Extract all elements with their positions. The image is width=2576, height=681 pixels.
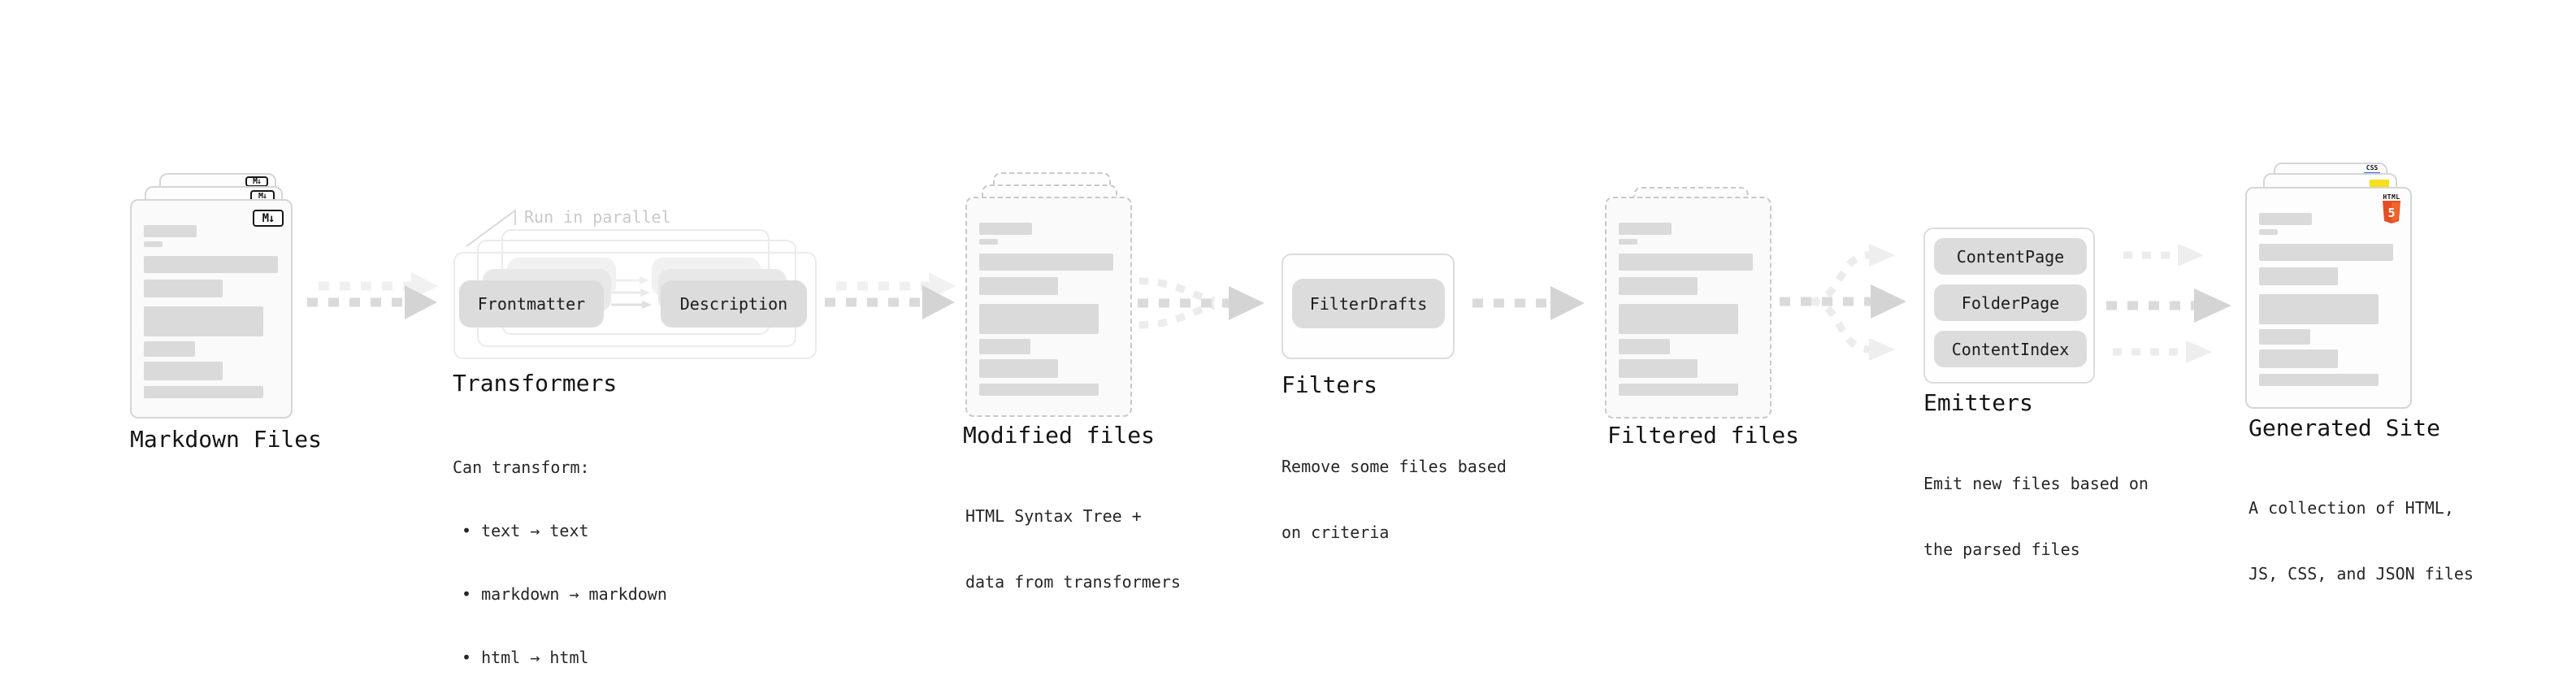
placeholder-line bbox=[144, 362, 223, 380]
arrow-markdown-to-transformers bbox=[307, 272, 438, 319]
folderpage-chip: FolderPage bbox=[1934, 284, 2087, 321]
placeholder-line bbox=[979, 384, 1099, 396]
placeholder-line bbox=[2259, 229, 2278, 235]
html5-icon: HTML 5 bbox=[2381, 193, 2402, 227]
placeholder-line bbox=[979, 359, 1058, 378]
placeholder-line bbox=[1619, 277, 1698, 295]
placeholder-line bbox=[144, 280, 223, 297]
document-placeholder-lines bbox=[2247, 189, 2410, 407]
placeholder-line bbox=[1619, 384, 1738, 396]
placeholder-line bbox=[2259, 267, 2338, 285]
placeholder-line bbox=[144, 225, 197, 237]
run-in-parallel-annotation: Run in parallel bbox=[524, 207, 671, 227]
filters-description: Remove some files based on criteria bbox=[1281, 412, 1507, 588]
placeholder-line bbox=[2259, 329, 2310, 345]
placeholder-line bbox=[2259, 294, 2379, 324]
html5-shield-icon: 5 bbox=[2383, 201, 2400, 223]
transformers-desc-line: • text → text bbox=[462, 521, 589, 540]
document-placeholder-lines bbox=[967, 198, 1130, 415]
arrow-modified-to-filters bbox=[1138, 277, 1264, 329]
javascript-icon bbox=[2370, 180, 2389, 188]
placeholder-line bbox=[1619, 359, 1698, 378]
document-placeholder-lines bbox=[1607, 198, 1770, 417]
placeholder-line bbox=[1619, 239, 1637, 245]
description-chip: Description bbox=[661, 280, 807, 327]
filtered-files-title: Filtered files bbox=[1607, 422, 1800, 449]
arrow-emitters-to-generated bbox=[2106, 244, 2231, 363]
contentpage-chip: ContentPage bbox=[1934, 238, 2087, 275]
transformer-io-arrows bbox=[611, 276, 652, 309]
html5-numeral: 5 bbox=[2387, 206, 2395, 220]
transformers-title: Transformers bbox=[453, 370, 618, 397]
emitters-desc-line: the parsed files bbox=[1923, 540, 2080, 559]
modified-desc-line: data from transformers bbox=[965, 572, 1181, 592]
filters-desc-line: Remove some files based bbox=[1281, 457, 1507, 476]
placeholder-line bbox=[979, 254, 1113, 271]
modified-file-card bbox=[965, 197, 1132, 417]
placeholder-line bbox=[2259, 213, 2312, 225]
placeholder-line bbox=[2259, 374, 2379, 386]
emitters-desc-line: Emit new files based on bbox=[1923, 474, 2149, 493]
generated-desc-line: JS, CSS, and JSON files bbox=[2249, 564, 2474, 583]
placeholder-line bbox=[979, 277, 1058, 295]
filtered-file-card bbox=[1605, 197, 1772, 419]
modified-desc-line: HTML Syntax Tree + bbox=[965, 506, 1142, 526]
transformer-instance-box-front bbox=[453, 252, 817, 359]
markdown-icon: M↓ bbox=[253, 210, 284, 227]
filters-desc-line: on criteria bbox=[1281, 523, 1390, 542]
transformers-desc-line: • markdown → markdown bbox=[462, 584, 667, 604]
placeholder-line bbox=[979, 239, 998, 245]
placeholder-line bbox=[979, 304, 1099, 334]
placeholder-line bbox=[144, 256, 278, 273]
contentindex-chip: ContentIndex bbox=[1934, 331, 2087, 367]
placeholder-line bbox=[144, 386, 263, 398]
transformers-desc-line: • html → html bbox=[462, 648, 589, 667]
generated-desc-line: A collection of HTML, bbox=[2249, 498, 2454, 518]
placeholder-line bbox=[2259, 244, 2393, 261]
transformers-description: Can transform: • text → text • markdown … bbox=[453, 414, 667, 681]
css-icon-label: CSS bbox=[2366, 164, 2379, 171]
placeholder-line bbox=[1619, 339, 1670, 354]
placeholder-line bbox=[1619, 254, 1753, 271]
filterdrafts-chip: FilterDrafts bbox=[1292, 279, 1445, 328]
modified-files-description: HTML Syntax Tree + data from transformer… bbox=[965, 462, 1181, 637]
arrow-transformers-to-modified bbox=[825, 272, 956, 319]
transformers-desc-line: Can transform: bbox=[453, 458, 590, 477]
placeholder-line bbox=[979, 223, 1032, 235]
document-placeholder-lines bbox=[132, 201, 291, 417]
arrow-filters-to-filtered bbox=[1472, 286, 1585, 320]
generated-site-description: A collection of HTML, JS, CSS, and JSON … bbox=[2249, 453, 2474, 629]
placeholder-line bbox=[144, 306, 263, 336]
run-in-parallel-leader-line bbox=[466, 209, 516, 247]
generated-file-card: HTML 5 bbox=[2245, 187, 2412, 409]
placeholder-line bbox=[144, 341, 195, 357]
generated-site-title: Generated Site bbox=[2249, 414, 2441, 441]
placeholder-line bbox=[2259, 349, 2338, 368]
modified-files-title: Modified files bbox=[963, 422, 1156, 449]
arrow-filtered-to-emitters bbox=[1780, 244, 1906, 361]
placeholder-line bbox=[144, 241, 163, 247]
markdown-files-title: Markdown Files bbox=[130, 426, 323, 453]
html5-icon-label: HTML bbox=[2383, 193, 2400, 201]
placeholder-line bbox=[979, 339, 1030, 354]
placeholder-line bbox=[1619, 304, 1738, 334]
emitters-title: Emitters bbox=[1923, 389, 2033, 416]
placeholder-line bbox=[1619, 223, 1672, 235]
markdown-file-card: M↓ bbox=[130, 199, 293, 419]
frontmatter-chip: Frontmatter bbox=[459, 280, 604, 327]
filters-title: Filters bbox=[1281, 371, 1378, 398]
emitters-description: Emit new files based on the parsed files bbox=[1923, 429, 2149, 605]
